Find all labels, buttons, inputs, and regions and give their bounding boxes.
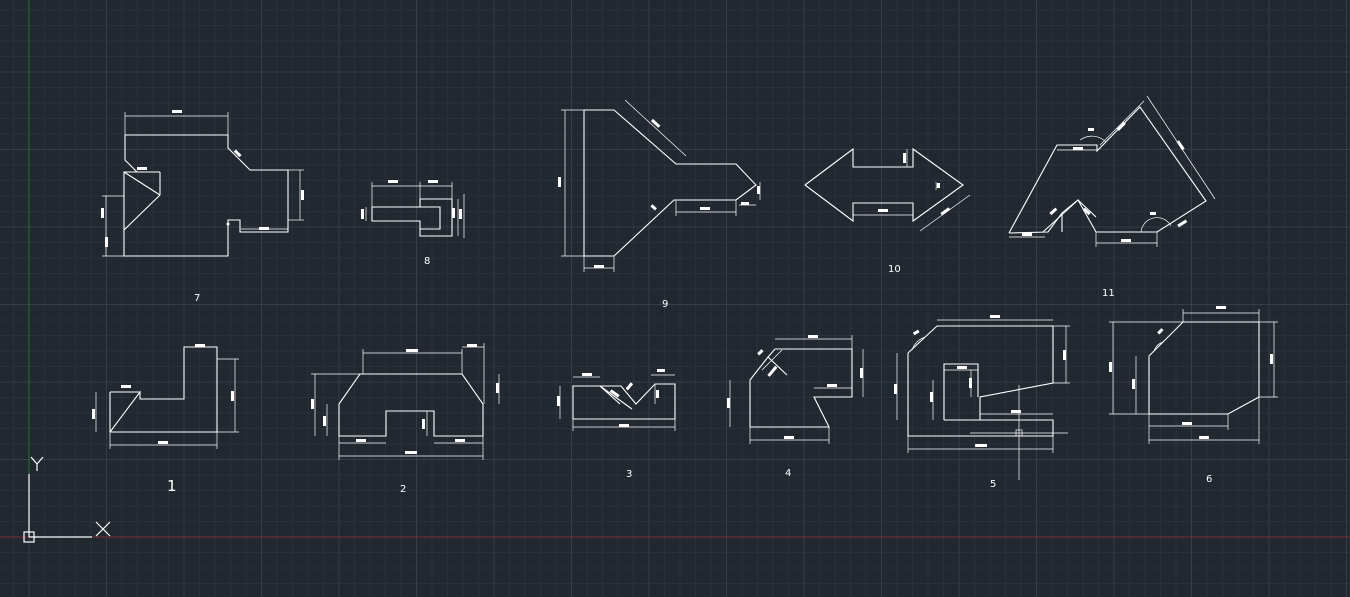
drawing-label-4: 4 (785, 468, 791, 479)
drawing-6[interactable]: 6 (1109, 306, 1278, 485)
drawing-5[interactable]: 5 (894, 315, 1070, 490)
drawing-label-11: 11 (1102, 288, 1115, 299)
drawing-10[interactable]: 10 (804, 147, 971, 275)
drawing-label-6: 6 (1206, 474, 1212, 485)
drawing-1[interactable]: 1 (92, 344, 239, 495)
drawing-label-1: 1 (167, 477, 177, 495)
drawing-label-7: 7 (194, 293, 200, 304)
ucs-icon (23, 456, 111, 543)
drawing-label-8: 8 (424, 256, 430, 267)
drawing-label-3: 3 (626, 469, 632, 480)
drawing-label-10: 10 (888, 264, 901, 275)
drawing-9[interactable]: 9 (558, 99, 761, 310)
drawing-label-2: 2 (400, 484, 406, 495)
drawing-label-5: 5 (990, 479, 996, 490)
drawing-4[interactable]: 4 (727, 335, 864, 479)
drawing-7[interactable]: 7 (101, 110, 304, 304)
drawing-label-9: 9 (662, 299, 668, 310)
drawing-11[interactable]: 11 (1008, 95, 1216, 299)
drawing-3[interactable]: 3 (557, 369, 676, 480)
drawing-8[interactable]: 8 (361, 180, 465, 267)
drawing-2[interactable]: 2 (311, 343, 500, 495)
